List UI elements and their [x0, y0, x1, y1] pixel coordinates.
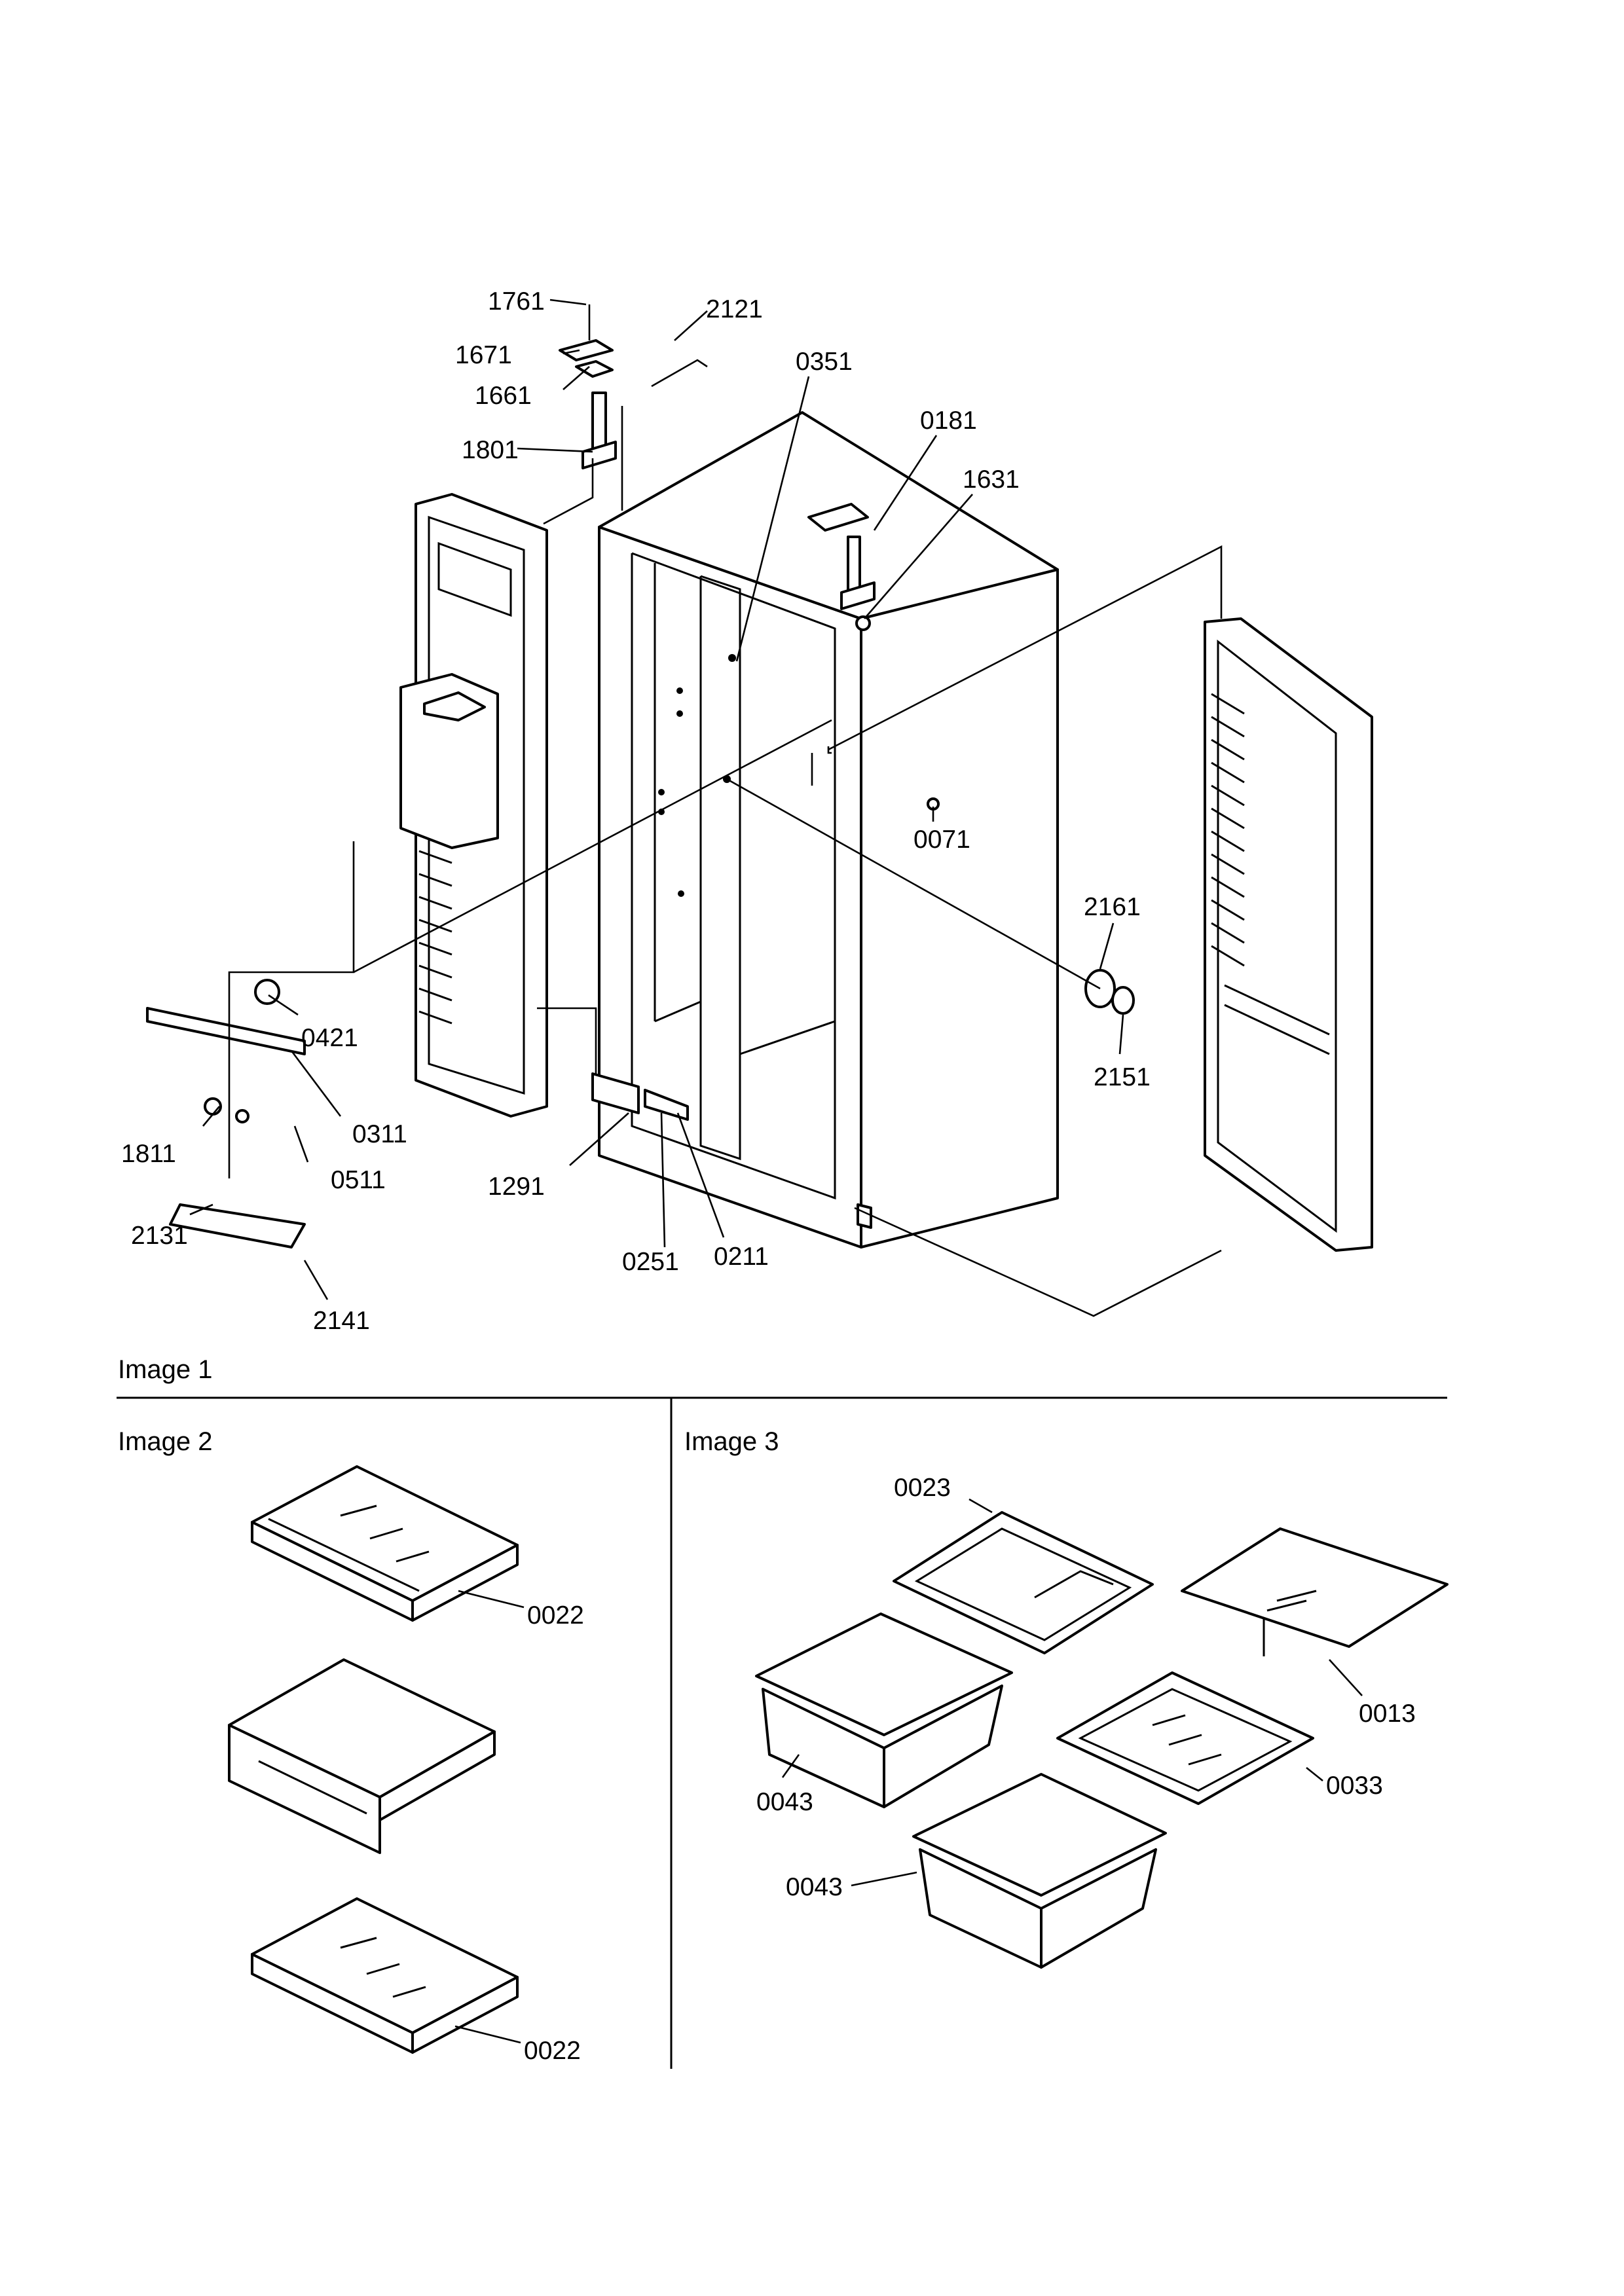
shelf-upper: [251, 1465, 519, 1622]
callout-0351: 0351: [796, 348, 853, 376]
section-label-image-2: Image 2: [118, 1427, 213, 1456]
callout-0211: 0211: [714, 1243, 769, 1271]
callout-2151: 2151: [1094, 1063, 1151, 1091]
crisper-drawer-right: [912, 1773, 1167, 1969]
shelf-middle: [228, 1658, 496, 1854]
callout-0181: 0181: [920, 407, 977, 435]
callout-0311: 0311: [352, 1120, 407, 1148]
glass-shelf: [1181, 1527, 1449, 1656]
callout-0022-upper: 0022: [527, 1601, 584, 1630]
top-hinge-left: [559, 339, 617, 469]
callout-0251: 0251: [622, 1248, 679, 1276]
callout-0013: 0013: [1359, 1700, 1416, 1728]
callout-1291: 1291: [488, 1173, 545, 1201]
fresh-food-door: [1204, 617, 1373, 1252]
callout-1661: 1661: [475, 382, 532, 410]
freezer-door: [399, 493, 548, 1118]
callout-0043-right: 0043: [786, 1873, 843, 1901]
crisper-cover-frame: [893, 1511, 1154, 1654]
callout-1631: 1631: [963, 465, 1020, 494]
callout-0421: 0421: [301, 1024, 358, 1052]
callout-0043-left: 0043: [756, 1788, 813, 1816]
shelf-lower: [251, 1897, 519, 2054]
callout-0071: 0071: [913, 826, 970, 854]
callout-leaders: [189, 299, 1124, 1300]
connection-lines: [228, 304, 1223, 1317]
callout-2141: 2141: [313, 1307, 370, 1335]
callout-1671: 1671: [455, 341, 512, 369]
callout-0022-lower: 0022: [524, 2037, 581, 2065]
crisper-cover-glass: [1056, 1671, 1314, 1805]
callout-2121: 2121: [706, 295, 763, 323]
section-label-image-1: Image 1: [118, 1355, 213, 1384]
callout-0023: 0023: [894, 1474, 951, 1502]
callout-2161: 2161: [1084, 893, 1141, 921]
callout-0511: 0511: [331, 1166, 386, 1194]
callout-1761: 1761: [488, 287, 545, 316]
drain-parts: [857, 797, 1135, 1229]
callout-0033: 0033: [1326, 1772, 1383, 1800]
crisper-drawer-left: [755, 1613, 1013, 1808]
callout-1811: 1811: [121, 1140, 176, 1168]
cabinet-assembly: [598, 411, 1059, 1248]
callout-2131: 2131: [131, 1222, 188, 1250]
section-label-image-3: Image 3: [684, 1427, 779, 1456]
callout-1801: 1801: [462, 436, 519, 464]
bottom-hinge-parts: [146, 979, 689, 1248]
top-hinge-right: [807, 503, 876, 631]
